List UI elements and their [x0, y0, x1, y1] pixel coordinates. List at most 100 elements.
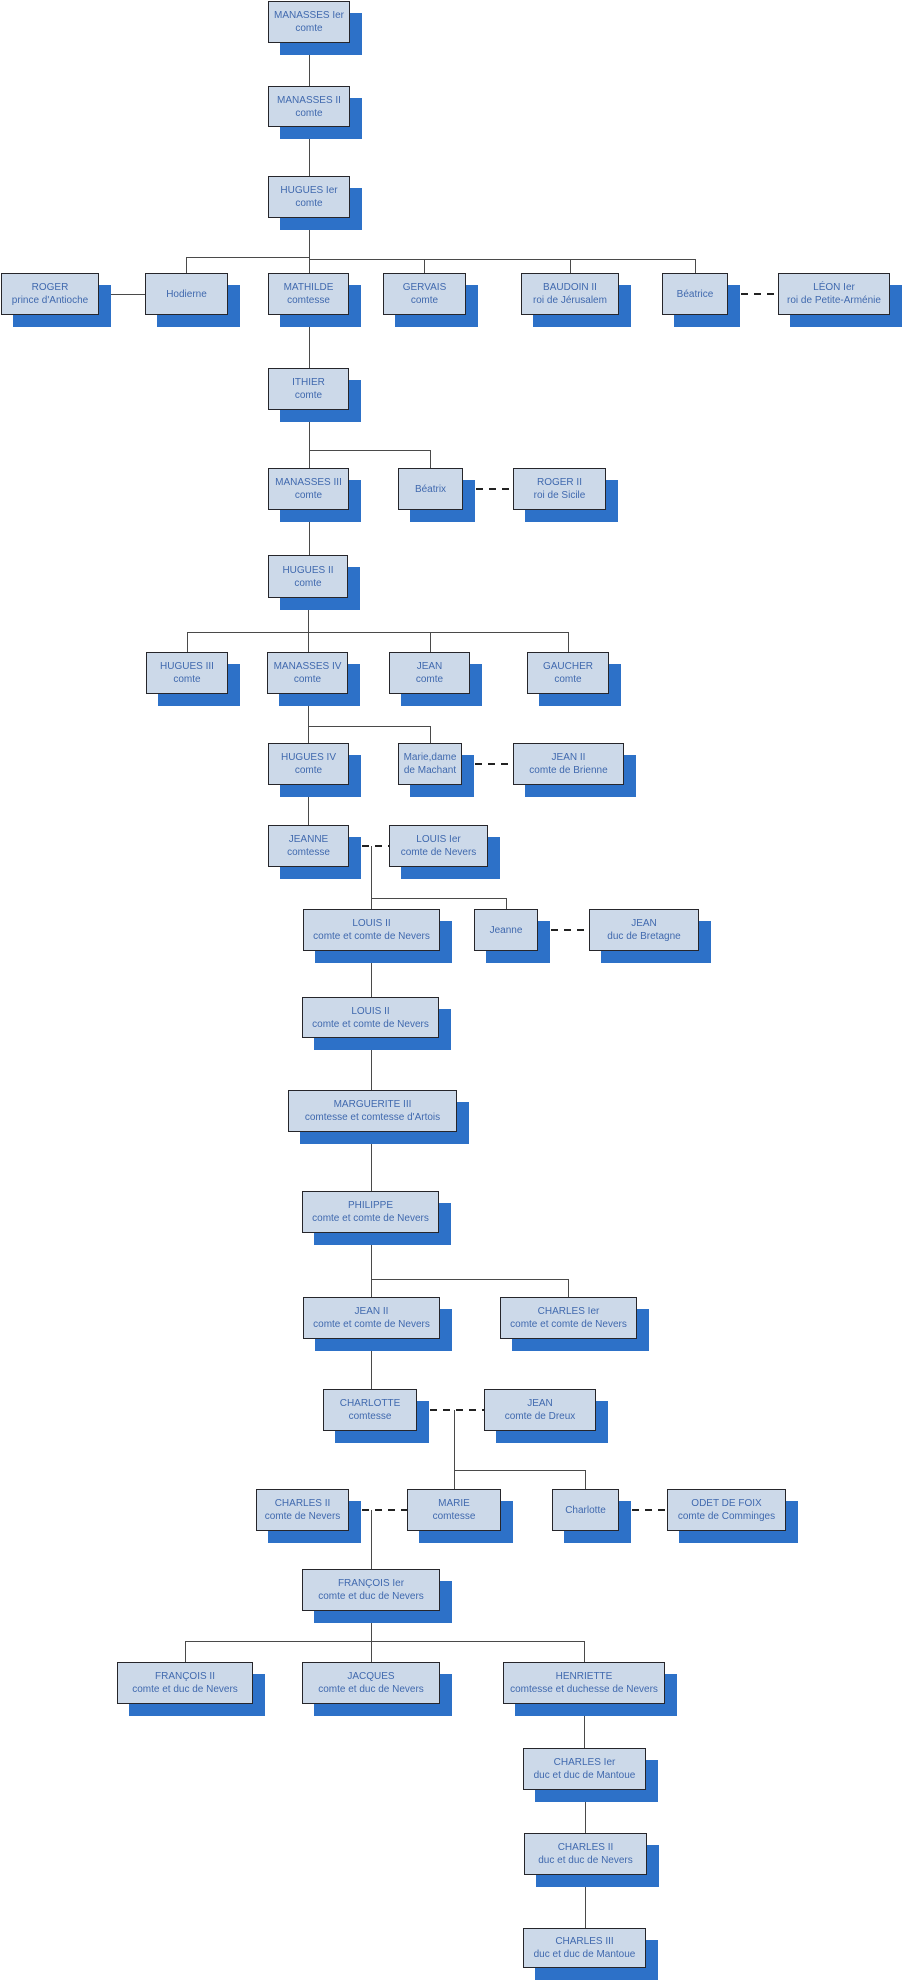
person-title: duc et duc de Nevers	[538, 1855, 633, 1866]
person-name: MANASSES Ier	[273, 10, 345, 21]
descent-line	[585, 1470, 586, 1489]
person-name: BAUDOIN II	[543, 282, 597, 293]
person-name: CHARLOTTE	[339, 1398, 401, 1409]
tree-node-manasses-1[interactable]: MANASSES Ier comte	[268, 1, 350, 43]
tree-node-jean-2-nevers[interactable]: JEAN II comte et comte de Nevers	[303, 1297, 440, 1339]
person-title: comte et comte de Nevers	[313, 931, 430, 942]
person-title: comtesse	[432, 1511, 476, 1522]
person-name: Béatrix	[414, 483, 447, 495]
person-name: JEAN II	[354, 1306, 389, 1317]
person-title: duc de Bretagne	[607, 931, 681, 942]
person-name: PHILIPPE	[347, 1200, 394, 1211]
descent-line	[309, 43, 310, 86]
person-title: comte	[410, 295, 439, 306]
descent-line	[584, 1641, 585, 1662]
person-title: comte de Brienne	[529, 765, 608, 776]
marriage-line	[417, 1409, 484, 1411]
descent-line	[454, 1470, 585, 1471]
tree-node-louis-1[interactable]: LOUIS Ier comte de Nevers	[389, 825, 488, 867]
descent-line	[371, 1038, 372, 1090]
descent-line	[309, 127, 310, 176]
descent-line	[186, 257, 309, 258]
tree-node-beatrix[interactable]: Béatrix	[398, 468, 463, 510]
person-title: comte et duc de Nevers	[132, 1684, 238, 1695]
marriage-line	[728, 293, 778, 295]
descent-line	[185, 1641, 584, 1642]
descent-line	[430, 450, 431, 468]
person-title: comte	[173, 674, 201, 685]
person-name: LOUIS Ier	[416, 834, 461, 845]
marriage-line	[463, 488, 513, 490]
descent-line	[187, 632, 568, 633]
descent-line	[187, 632, 188, 652]
tree-node-jeanne-comtesse[interactable]: JEANNE comtesse	[268, 825, 349, 867]
person-title: comtesse	[287, 847, 330, 858]
person-title: comte de Nevers	[400, 847, 477, 858]
person-title: comte et duc de Nevers	[318, 1591, 424, 1602]
marriage-line	[462, 763, 513, 765]
tree-node-hodierne[interactable]: Hodierne	[145, 273, 228, 315]
marriage-line	[619, 1509, 667, 1511]
person-title: comte et comte de Nevers	[510, 1319, 627, 1330]
person-name: JEANNE	[288, 834, 329, 845]
person-title: comte et comte de Nevers	[313, 1319, 430, 1330]
person-title: comte de Nevers	[264, 1511, 341, 1522]
person-title: comte de Comminges	[677, 1511, 776, 1522]
person-title: comte	[295, 23, 323, 34]
person-title: comte	[293, 674, 322, 685]
tree-node-beatrice[interactable]: Béatrice	[662, 273, 728, 315]
tree-node-charlotte-2[interactable]: Charlotte	[552, 1489, 619, 1531]
tree-node-jeanne-2[interactable]: Jeanne	[474, 909, 538, 951]
descent-line	[430, 726, 431, 743]
person-title: comte et comte de Nevers	[312, 1018, 429, 1030]
person-title: comte	[295, 107, 323, 119]
person-title: comte	[294, 577, 322, 589]
descent-line	[308, 632, 309, 652]
person-name: MANASSES III	[275, 477, 342, 488]
descent-line	[568, 632, 569, 652]
person-name: ITHIER	[292, 377, 325, 388]
person-name: HUGUES IV	[280, 752, 336, 763]
descent-line	[309, 510, 310, 555]
descent-line	[506, 898, 507, 909]
person-name: Charlotte	[565, 1504, 606, 1516]
descent-line	[371, 1233, 372, 1297]
person-name: HENRIETTE	[555, 1671, 613, 1682]
